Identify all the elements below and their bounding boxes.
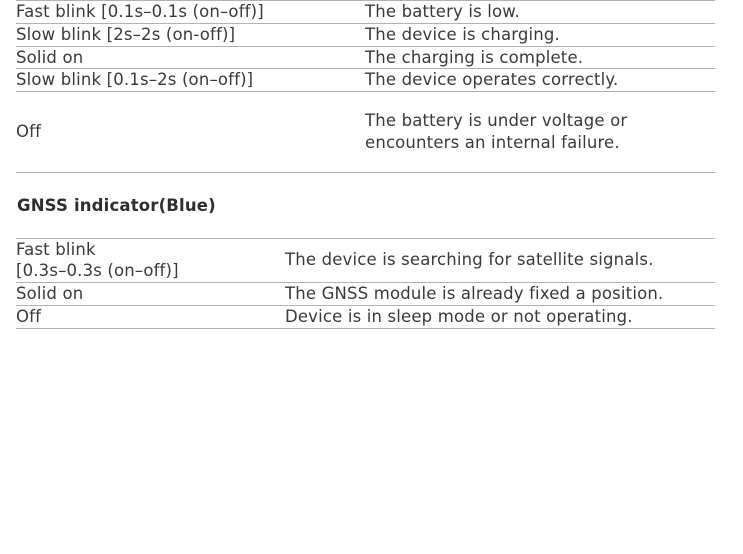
state-line: [0.3s–0.3s (on–off)] [16, 261, 179, 281]
gnss-indicator-table: Fast blink [0.3s–0.3s (on–off)] The devi… [16, 237, 715, 329]
description-line: The charging is complete. [365, 47, 584, 67]
indicator-description-cell: The device is searching for satellite si… [285, 237, 715, 284]
indicator-state-cell: Slow blink [2s–2s (on-off)] [16, 23, 365, 47]
indicator-state-cell: Slow blink [0.1s–2s (on–off)] [16, 68, 365, 93]
description-line: Device is in sleep mode or not operating… [285, 306, 633, 326]
indicator-state-cell: Solid on [16, 282, 285, 306]
table-row: Solid on The GNSS module is already fixe… [16, 282, 715, 306]
indicator-description-cell: The device is charging. [365, 23, 715, 47]
table-row: Off The battery is under voltage or enco… [16, 91, 715, 173]
table-row: Solid on The charging is complete. [16, 46, 715, 70]
indicator-state-cell: Off [16, 305, 285, 329]
description-line: The GNSS module is already fixed a posit… [285, 284, 664, 304]
state-line: Off [16, 306, 42, 326]
state-line: Fast blink [16, 239, 96, 259]
table-row: Slow blink [0.1s–2s (on–off)] The device… [16, 68, 715, 93]
indicator-description-cell: The charging is complete. [365, 46, 715, 70]
indicator-state-cell: Fast blink [0.1s–0.1s (on–off)] [16, 0, 365, 24]
indicator-description-cell: The battery is low. [365, 0, 715, 24]
gnss-section-heading-block: GNSS indicator(Blue) [0, 173, 743, 238]
section-heading: GNSS indicator(Blue) [17, 195, 216, 215]
table-row: Fast blink [0.3s–0.3s (on–off)] The devi… [16, 237, 715, 284]
indicator-description-cell: Device is in sleep mode or not operating… [285, 305, 715, 329]
state-line: Solid on [16, 284, 84, 304]
indicator-description-cell: The device operates correctly. [365, 68, 715, 93]
description-line: The device is charging. [365, 24, 560, 44]
indicator-state-cell: Solid on [16, 46, 365, 70]
indicator-description-cell: The GNSS module is already fixed a posit… [285, 282, 715, 306]
indicator-state-cell: Fast blink [0.3s–0.3s (on–off)] [16, 237, 285, 284]
description-line: encounters an internal failure. [365, 132, 620, 152]
table-row: Fast blink [0.1s–0.1s (on–off)] The batt… [16, 0, 715, 24]
table-row: Off Device is in sleep mode or not opera… [16, 305, 715, 329]
table-row: Slow blink [2s–2s (on-off)] The device i… [16, 23, 715, 47]
indicator-description-cell: The battery is under voltage or encounte… [365, 91, 715, 173]
description-line: The device is searching for satellite si… [285, 250, 654, 270]
description-line: The battery is low. [365, 2, 520, 21]
description-line: The battery is under voltage or [365, 111, 628, 131]
indicator-state-cell: Off [16, 91, 365, 173]
battery-indicator-table: Fast blink [0.1s–0.1s (on–off)] The batt… [16, 0, 715, 173]
description-line: The device operates correctly. [365, 70, 619, 90]
